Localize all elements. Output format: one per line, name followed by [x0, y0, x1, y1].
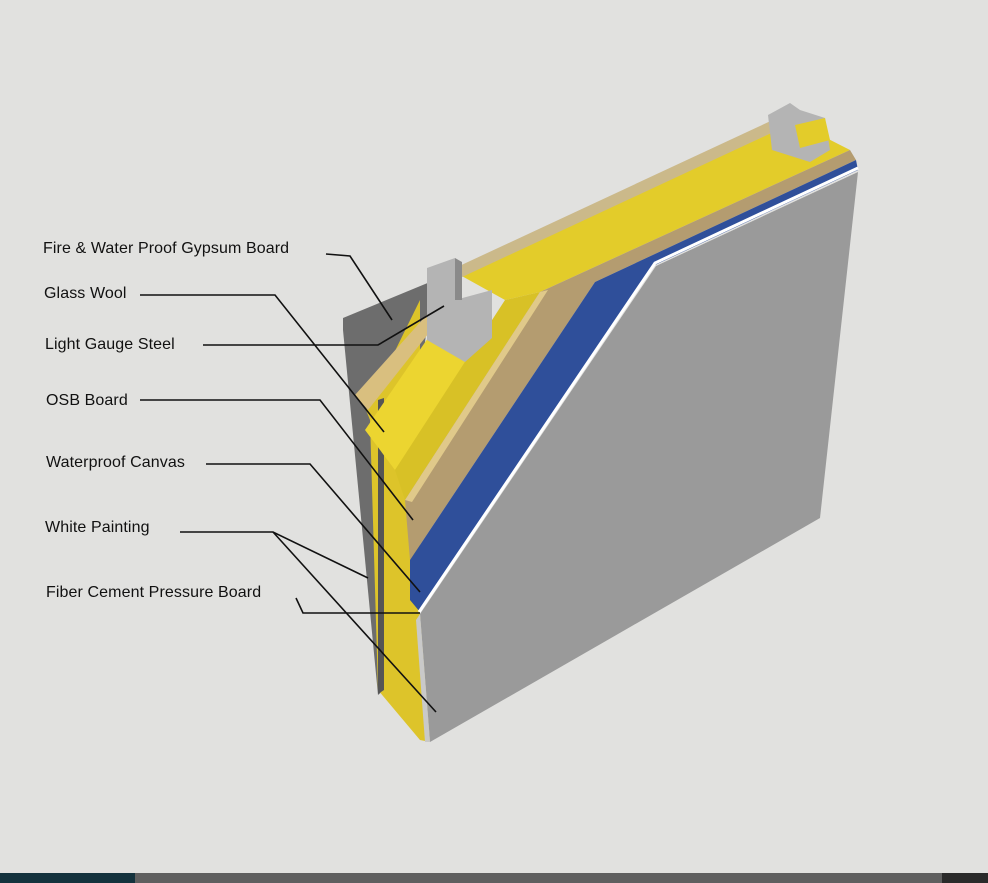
- fiber-cement-edge: [416, 614, 430, 742]
- leader-white-painting-a: [180, 531, 369, 579]
- leader-osb: [140, 399, 414, 521]
- leader-steel: [203, 305, 445, 346]
- label-waterproof-canvas: Waterproof Canvas: [46, 454, 185, 471]
- white-painting: [417, 166, 859, 613]
- leader-fiber-cement: [295, 597, 420, 614]
- label-glass-wool: Glass Wool: [44, 285, 127, 302]
- bottom-bar-right: [942, 873, 988, 883]
- leader-gypsum: [325, 253, 393, 321]
- osb-edge: [405, 290, 548, 502]
- bottom-bar-left: [0, 873, 135, 883]
- label-light-gauge-steel: Light Gauge Steel: [45, 336, 175, 353]
- bottom-bar: [0, 873, 988, 883]
- glass-wool-inner: [365, 335, 470, 470]
- leader-glass-wool: [140, 294, 385, 433]
- leader-lines: [140, 253, 445, 713]
- label-gypsum-board: Fire & Water Proof Gypsum Board: [43, 240, 290, 257]
- label-fiber-cement-board: Fiber Cement Pressure Board: [46, 584, 262, 601]
- leader-white-painting-b: [272, 531, 437, 713]
- steel-stud-back: [768, 103, 830, 162]
- glass-wool-top: [460, 122, 850, 300]
- steel-stud-front: [427, 258, 492, 362]
- leader-canvas: [206, 463, 421, 593]
- fiber-cement-board: [420, 172, 858, 742]
- label-white-painting: White Painting: [45, 519, 150, 536]
- top-rail: [455, 112, 795, 278]
- label-osb-board: OSB Board: [46, 392, 128, 409]
- glass-wool-face: [395, 292, 540, 500]
